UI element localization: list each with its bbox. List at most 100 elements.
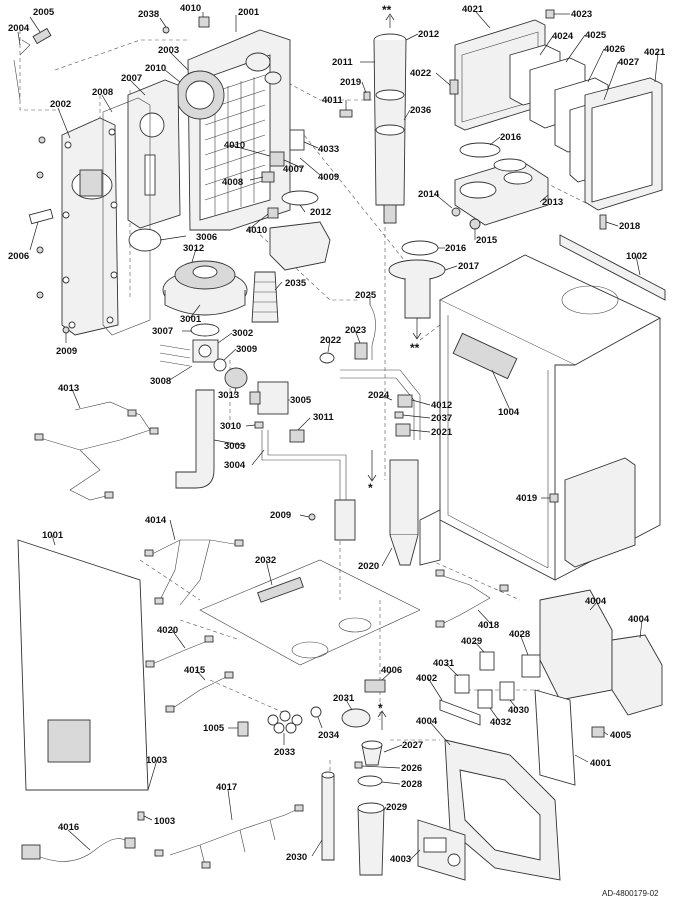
label-1003-b: 1003 [154, 816, 175, 827]
bellows-2035 [251, 271, 279, 323]
part-labels: 2005 2004 2038 4010 2001 2003 2010 2007 … [8, 3, 666, 865]
label-2012: 2012 [418, 29, 439, 40]
label-2023: 2023 [345, 325, 366, 336]
o-ring-2012b [281, 190, 319, 206]
heat-exchanger-2001 [175, 29, 291, 231]
label-2037: 2037 [431, 413, 452, 424]
flue-connector-2017 [388, 259, 446, 319]
seals-2033 [267, 710, 303, 734]
label-4031: 4031 [433, 658, 455, 669]
label-2004: 2004 [8, 23, 30, 34]
plug-2015 [469, 218, 481, 230]
main-pcb-4001 [534, 689, 576, 786]
screw-2019 [363, 91, 371, 101]
sensor-4012 [397, 394, 413, 408]
label-3006: 3006 [196, 232, 217, 243]
screws-left [36, 136, 70, 334]
screw-4023 [545, 9, 555, 19]
display-4003 [417, 819, 466, 881]
label-2017: 2017 [458, 261, 479, 272]
knob-4005 [591, 726, 605, 738]
label-4020: 4020 [157, 625, 178, 636]
label-2036: 2036 [410, 105, 431, 116]
gasket-2008 [102, 97, 151, 336]
label-3012: 3012 [183, 243, 204, 254]
label-2011: 2011 [332, 57, 353, 68]
label-4026: 4026 [604, 44, 625, 55]
label-4023: 4023 [571, 9, 592, 20]
label-4022: 4022 [410, 68, 431, 79]
label-4011: 4011 [322, 95, 343, 106]
label-4010-c: 4010 [246, 225, 267, 236]
label-4016: 4016 [58, 822, 79, 833]
label-3004: 3004 [224, 460, 246, 471]
valve-2023 [354, 342, 368, 360]
clip-3010 [254, 421, 264, 429]
label-2009: 2009 [56, 346, 77, 357]
label-2032: 2032 [255, 555, 276, 566]
label-4033: 4033 [318, 144, 339, 155]
label-3001: 3001 [180, 314, 202, 325]
harness-4020 [145, 635, 214, 668]
label-3013: 3013 [218, 390, 239, 401]
gas-pipe-3004 [261, 430, 347, 520]
flue-adapter-2013 [454, 159, 549, 226]
gasket-3007 [190, 323, 220, 337]
flue-tube-2011 [373, 33, 407, 224]
insulation-2007 [127, 79, 181, 229]
label-2022: 2022 [320, 335, 341, 346]
sump-2001 [269, 221, 331, 271]
base-tray-2032 [199, 559, 421, 666]
marker-double-star-top: ** [382, 3, 392, 17]
label-4007: 4007 [283, 164, 304, 175]
label-4021-a: 4021 [462, 4, 484, 15]
harness-4015 [165, 671, 234, 713]
label-3007: 3007 [152, 326, 173, 337]
casing-frame-1004 [439, 254, 661, 581]
label-4014: 4014 [145, 515, 167, 526]
harness-4013 [34, 401, 159, 501]
label-3009: 3009 [236, 344, 257, 355]
sensors-4007-4008 [261, 129, 305, 219]
pcb-strip-4002 [439, 699, 481, 726]
front-panel-1001 [17, 539, 149, 791]
label-2005: 2005 [33, 7, 55, 18]
label-4029: 4029 [461, 636, 482, 647]
label-1001: 1001 [42, 530, 64, 541]
pipe-2024 [340, 369, 421, 440]
label-2014: 2014 [418, 189, 440, 200]
label-2003: 2003 [158, 45, 179, 56]
label-4012: 4012 [431, 400, 452, 411]
fitting-2009b [334, 499, 356, 541]
label-3003: 3003 [224, 441, 245, 452]
label-4015: 4015 [184, 665, 206, 676]
clip-1003 [137, 811, 145, 821]
fitting-2021 [395, 423, 411, 437]
condensate-trap-2020 [389, 459, 441, 566]
mounting-rail-1002 [559, 234, 666, 301]
label-4025: 4025 [585, 30, 607, 41]
gas-valve-3005 [249, 381, 289, 415]
screw-2038 [162, 26, 170, 34]
fan-3001 [162, 260, 248, 316]
intake-pipe-3003 [175, 389, 215, 489]
label-2020: 2020 [358, 561, 379, 572]
seal-2022 [319, 352, 335, 364]
bracket-2018 [599, 214, 607, 230]
venturi-3002 [192, 339, 219, 363]
label-3002: 3002 [232, 328, 253, 339]
leader-lines [17, 11, 659, 861]
pcb-4032 [477, 689, 493, 709]
clamp-3011 [289, 429, 305, 443]
tube-2029 [357, 802, 385, 876]
label-4030: 4030 [508, 705, 529, 716]
label-4018: 4018 [478, 620, 499, 631]
label-4021-b: 4021 [644, 47, 666, 58]
label-2009-b: 2009 [270, 510, 291, 521]
control-box-4021b [584, 77, 663, 211]
label-2034: 2034 [318, 730, 340, 741]
tap-1005 [237, 721, 249, 737]
screw-2009b [308, 513, 316, 521]
screw-4019 [549, 493, 559, 503]
nut-2031 [341, 708, 371, 728]
